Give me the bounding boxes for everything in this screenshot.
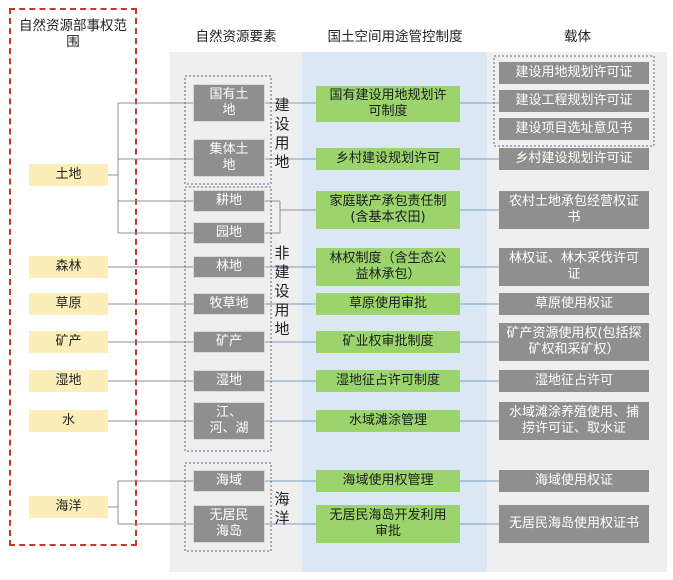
carrier-engineering-permit: 建设工程规划许可证 [499,90,649,112]
system-mining-rights: 矿业权审批制度 [316,331,460,353]
carrier-mineral-rights: 矿产资源使用权(包括探矿权和采矿权） [499,323,649,361]
system-household-contract: 家庭联产承包责任制(含基本农田) [316,191,460,229]
header-elements: 自然资源要素 [195,29,277,45]
element-wetland: 湿地 [193,370,265,392]
element-collective-land: 集体土地 [193,139,265,177]
resource-ocean: 海洋 [29,496,108,518]
header-scope: 自然资源部事权范围 [19,18,127,50]
carrier-grassland-certificate: 草原使用权证 [499,293,649,315]
system-forest-rights: 林权制度（含生态公益林承包） [316,248,460,286]
carrier-land-contract-certificate: 农村土地承包经营权证书 [499,191,649,229]
group-non-construction-land: 非建设用地 [274,244,290,338]
element-sea-area: 海域 [193,470,265,492]
carrier-water-licenses: 水域滩涂养殖使用、捕捞许可证、取水证 [499,402,649,440]
system-state-construction-permit: 国有建设用地规划许可制度 [316,86,460,122]
resource-land: 土地 [29,164,108,186]
group-construction-land: 建设用地 [274,96,290,171]
system-sea-area-management: 海域使用权管理 [316,470,460,492]
element-mineral: 矿产 [193,331,265,353]
carrier-wetland-permit: 湿地征占许可 [499,370,649,392]
element-rivers-lakes: 江、河、湖 [193,402,265,440]
carrier-site-selection: 建设项目选址意见书 [499,118,649,140]
system-wetland-permit: 湿地征占许可制度 [316,370,460,392]
system-grassland-approval: 草原使用审批 [316,293,460,315]
element-farmland: 耕地 [193,190,265,212]
element-pasture: 牧草地 [193,293,265,315]
element-woodland: 林地 [193,256,265,278]
carrier-sea-area-certificate: 海域使用权证 [499,470,649,492]
carrier-land-planning-permit: 建设用地规划许可证 [499,62,649,84]
resource-grassland: 草原 [29,293,108,315]
system-island-approval: 无居民海岛开发利用审批 [316,505,460,543]
carrier-island-certificate: 无居民海岛使用权证书 [499,505,649,543]
group-ocean: 海洋 [274,490,290,527]
element-state-land: 国有土地 [193,84,265,122]
resource-wetland: 湿地 [29,370,108,392]
resource-forest: 森林 [29,256,108,278]
resource-water: 水 [29,410,108,432]
system-rural-construction-permit: 乡村建设规划许可 [316,148,460,170]
carrier-rural-planning-permit: 乡村建设规划许可证 [499,148,649,170]
element-uninhabited-island: 无居民海岛 [193,505,265,543]
scope-frame [9,8,137,546]
system-water-management: 水域滩涂管理 [316,410,460,432]
resource-mineral: 矿产 [29,331,108,353]
carrier-forest-certificate: 林权证、林木采伐许可证 [499,248,649,286]
header-carrier: 载体 [564,29,591,45]
element-orchard: 园地 [193,222,265,244]
header-system: 国土空间用途管控制度 [327,29,463,45]
